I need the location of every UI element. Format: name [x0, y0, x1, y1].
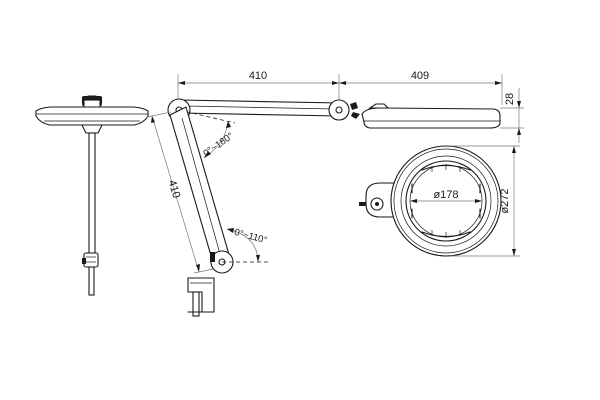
lamp-head-side [361, 103, 501, 129]
dimension-head-diameter: ø272 [499, 188, 511, 213]
side-view-clamp [82, 252, 99, 296]
angle-0-180: 0°~180° [201, 131, 236, 160]
arm-view: 410 409 28 [146, 70, 524, 317]
dimension-410-top: 410 [249, 70, 267, 82]
side-view [35, 95, 149, 296]
dimension-409: 409 [411, 70, 429, 82]
diagonal-dimension: 410 [146, 111, 219, 274]
thickness-dimension: 28 [500, 88, 524, 143]
upper-arm [179, 99, 341, 117]
angle-0-110: 0°~110° [233, 227, 268, 246]
lens-dimension: ø178 [410, 189, 482, 203]
dimension-lens-diameter: ø178 [433, 189, 458, 201]
table-clamp [187, 277, 215, 317]
head-joint [328, 99, 360, 121]
dimension-410-diagonal: 410 [165, 179, 182, 200]
side-view-head [35, 106, 149, 134]
front-view: ø178 ø272 [359, 145, 520, 257]
side-view-knob [82, 95, 102, 109]
dimension-28: 28 [504, 93, 516, 105]
side-view-pole [88, 132, 96, 254]
top-dimension: 410 409 [177, 70, 503, 105]
head-dimension: ø272 [450, 145, 520, 257]
led-segments [411, 164, 481, 238]
